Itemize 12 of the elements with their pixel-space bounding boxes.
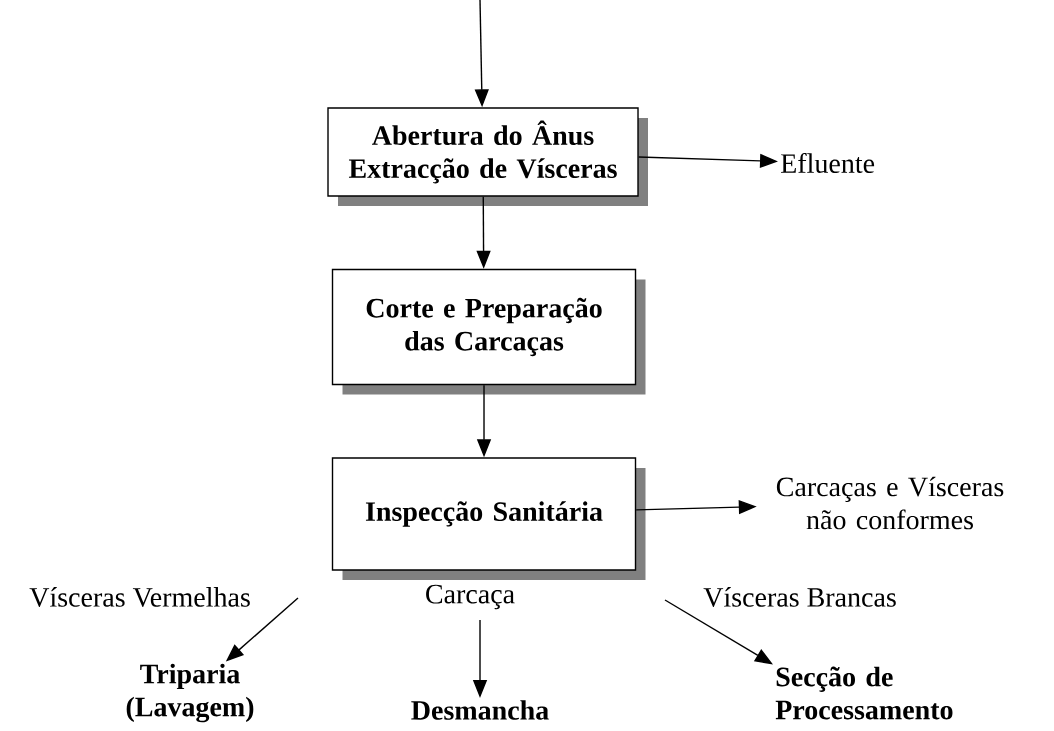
output-label: Carcaças e Vísceras não conformes	[776, 476, 1004, 530]
process-box: Inspecção Sanitária	[331, 457, 646, 580]
edge-label: Vísceras Vermelhas	[28, 586, 252, 608]
process-box: Corte e Preparação das Carcaças	[331, 268, 646, 395]
arrow	[664, 599, 773, 665]
edge-label: Carcaça	[423, 583, 517, 611]
output-label: Efluente	[781, 153, 875, 173]
edge-label: Vísceras Brancas	[702, 586, 898, 608]
destination-label: Triparia (Lavagem)	[126, 663, 254, 723]
destination-label: Desmancha	[411, 700, 549, 720]
process-box: Abertura do Ânus Extracção de Vísceras	[327, 107, 648, 206]
destination-label: Secção de Processamento	[775, 666, 953, 720]
